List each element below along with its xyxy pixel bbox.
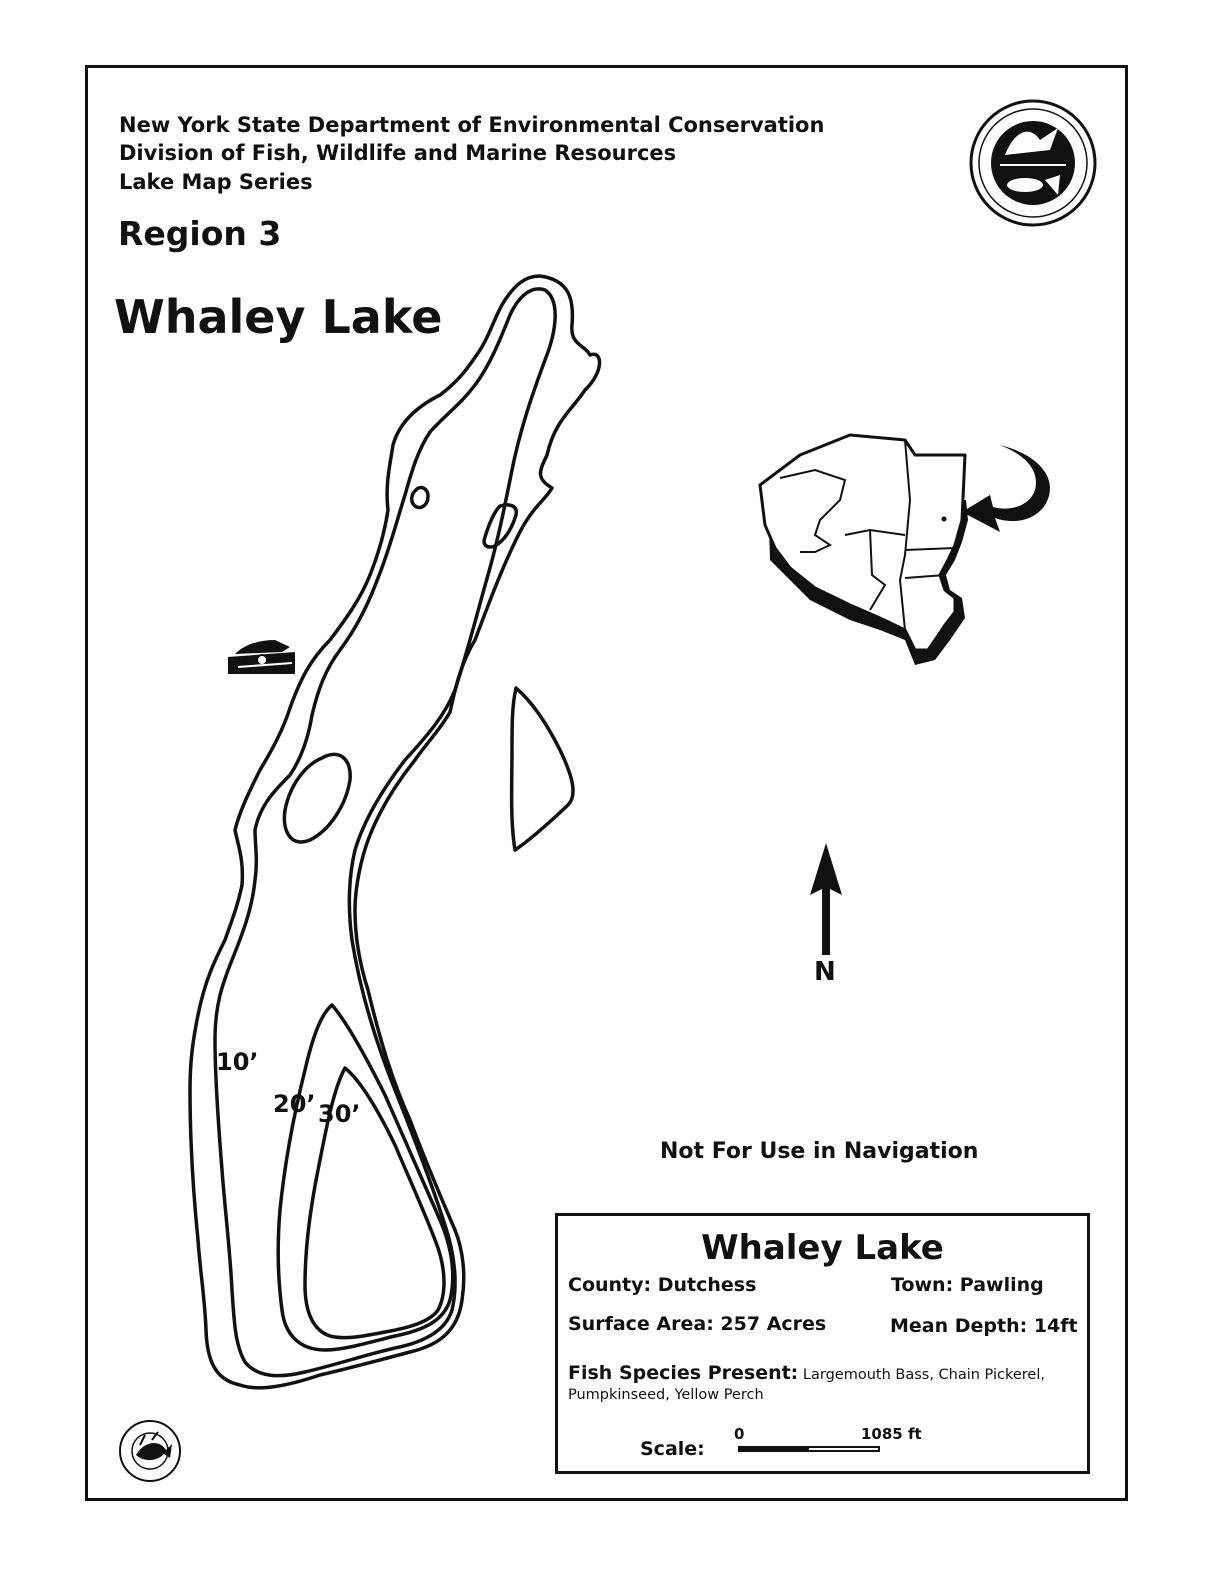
depth-label-20ft: 20’ <box>273 1090 316 1118</box>
lake-title: Whaley Lake <box>114 290 443 344</box>
locator-arrow-icon <box>962 445 1050 532</box>
scale-label: Scale: <box>640 1438 705 1460</box>
species-label: Fish Species Present: <box>568 1362 799 1384</box>
north-label: N <box>814 957 836 987</box>
navigation-disclaimer: Not For Use in Navigation <box>660 1139 979 1164</box>
info-county: County: Dutchess <box>568 1274 757 1296</box>
depth-label-10ft: 10’ <box>216 1048 259 1076</box>
island-east <box>509 686 575 852</box>
shoal-west <box>282 752 352 844</box>
scale-end: 1085 ft <box>861 1425 922 1443</box>
info-species: Fish Species Present: Largemouth Bass, C… <box>568 1363 1078 1405</box>
contour-20ft <box>276 1003 455 1352</box>
depth-label-30ft: 30’ <box>318 1100 361 1128</box>
island-north <box>410 485 430 510</box>
contour-10ft <box>213 287 557 1378</box>
map-frame <box>85 65 1128 1501</box>
lake-info-box: Whaley Lake County: Dutchess Town: Pawli… <box>555 1213 1090 1474</box>
header-agency: New York State Department of Environment… <box>119 113 825 137</box>
contour-30ft <box>303 1066 446 1340</box>
info-surface-area: Surface Area: 257 Acres <box>568 1313 827 1335</box>
nys-dec-seal-icon <box>969 99 1097 227</box>
header-series: Lake Map Series <box>119 170 313 194</box>
header-division: Division of Fish, Wildlife and Marine Re… <box>119 141 677 165</box>
region-label: Region 3 <box>118 214 282 253</box>
county-locator-map <box>758 433 968 665</box>
info-town: Town: Pawling <box>891 1274 1044 1296</box>
boat-launch-icon <box>228 640 295 674</box>
sport-fish-restoration-logo-icon <box>119 1420 181 1482</box>
lake-shoreline <box>188 274 602 1390</box>
shoal-northeast <box>482 503 519 549</box>
info-title: Whaley Lake <box>701 1228 944 1268</box>
species-list: Largemouth Bass, Chain Pickerel, Pumpkin… <box>568 1367 1045 1403</box>
scale-start: 0 <box>734 1425 745 1443</box>
north-arrow-icon <box>810 843 842 955</box>
info-mean-depth: Mean Depth: 14ft <box>890 1315 1078 1337</box>
scale-bar <box>738 1446 880 1452</box>
